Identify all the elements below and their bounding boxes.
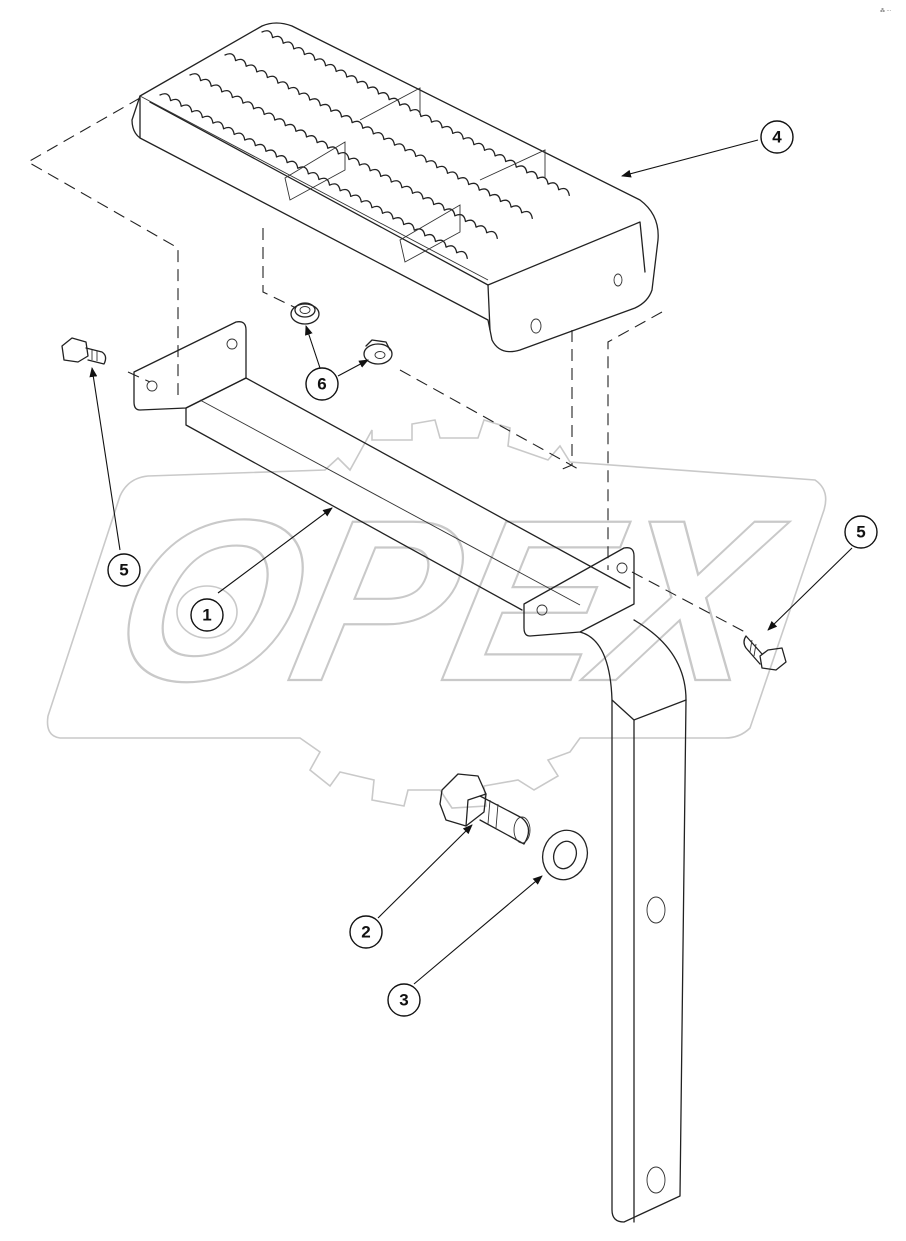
support-bracket (133, 321, 687, 1223)
callout-1-label: 1 (202, 606, 211, 625)
callout-2: 2 (349, 915, 383, 949)
step-tread (131, 22, 659, 353)
callout-4-label: 4 (772, 128, 782, 147)
flange-nut (290, 302, 320, 325)
hex-bolt (439, 773, 531, 845)
bolt-right (743, 635, 787, 671)
callout-5-right-label: 5 (856, 523, 865, 542)
assembly-guide-lines (26, 97, 746, 633)
callout-2-label: 2 (361, 923, 370, 942)
bolt-left (61, 337, 107, 365)
callout-5-left: 5 (107, 553, 141, 587)
leader-lines (89, 139, 853, 985)
opex-watermark: OPEX (46, 419, 827, 809)
callout-1: 1 (190, 598, 224, 632)
callout-6: 6 (305, 367, 339, 401)
callout-5-left-label: 5 (119, 561, 128, 580)
callout-5-right: 5 (844, 515, 878, 549)
callout-3: 3 (387, 983, 421, 1017)
callout-6-label: 6 (317, 375, 326, 394)
callout-4: 4 (760, 120, 794, 154)
flange-nut-side (363, 339, 393, 365)
flat-washer (541, 829, 589, 881)
callout-3-label: 3 (399, 991, 408, 1010)
corner-code: ⁂ ··· (880, 8, 892, 14)
